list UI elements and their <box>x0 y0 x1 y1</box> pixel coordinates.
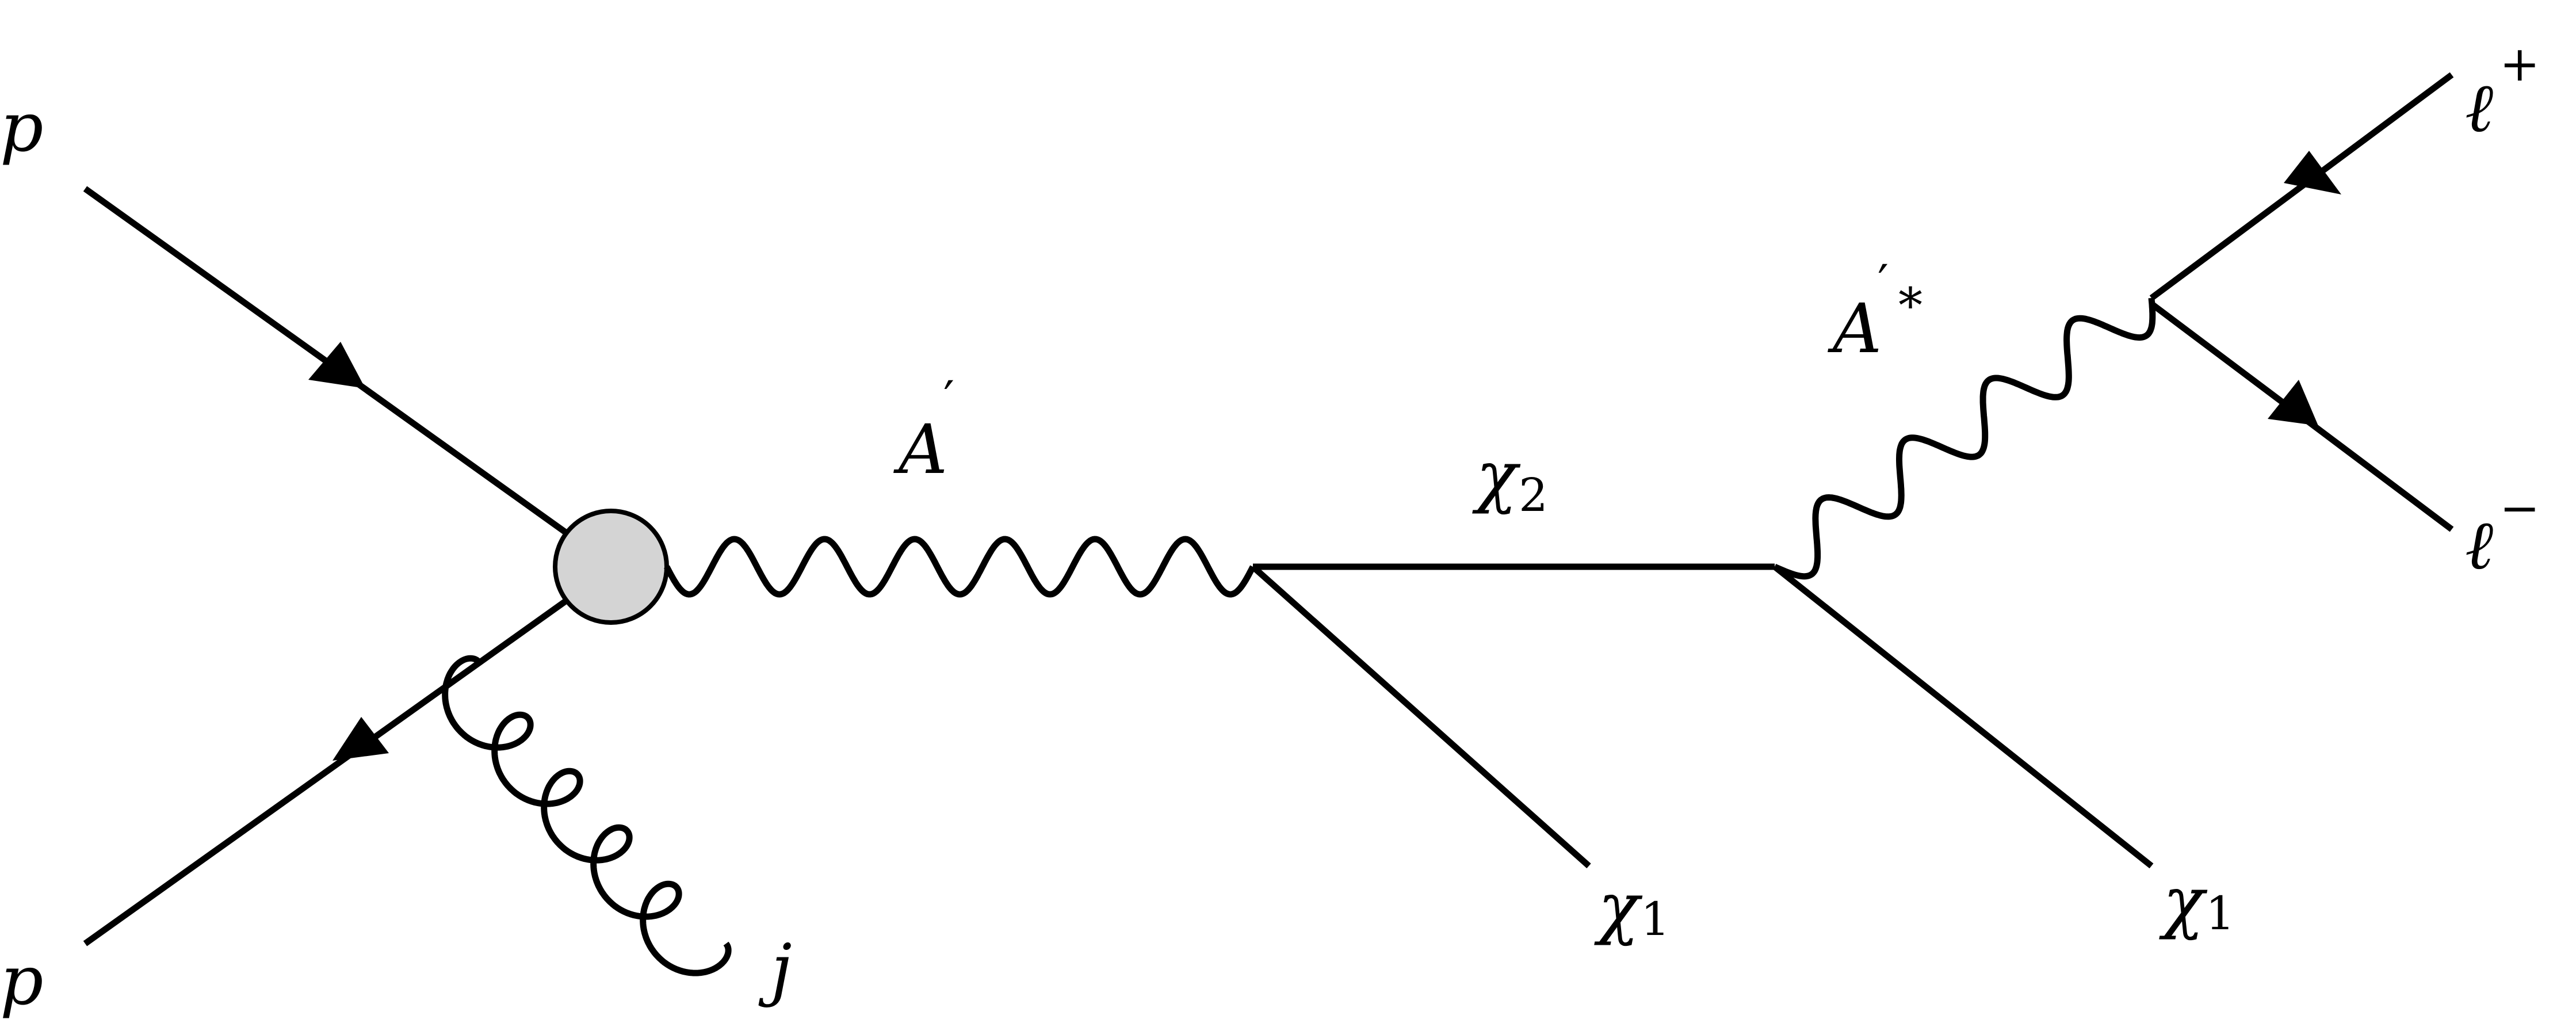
proton-arrow-top <box>308 342 365 388</box>
svg-text:χ: χ <box>2159 862 2208 941</box>
svg-text:A: A <box>1828 289 1882 368</box>
label-chi1-right: χ 1 <box>2159 862 2235 941</box>
chi1-line-middle <box>1251 564 1591 869</box>
label-proton-top: p <box>0 87 44 167</box>
svg-text:−: − <box>2499 480 2540 536</box>
label-offshell-dark-photon: A ′ * <box>1828 254 1923 368</box>
svg-text:χ: χ <box>1472 436 1521 516</box>
gluon-jet-line <box>442 655 732 976</box>
label-jet: j <box>758 929 792 1009</box>
svg-text:ℓ: ℓ <box>2465 505 2493 585</box>
chi1-line-right <box>1772 564 2154 869</box>
label-lepton-plus: ℓ + <box>2465 36 2540 147</box>
svg-text:′: ′ <box>1878 254 1889 311</box>
label-chi2: χ 2 <box>1472 436 1548 522</box>
svg-text:+: + <box>2499 36 2540 92</box>
dark-photon-wavy-line <box>664 536 1256 598</box>
lepton-minus-arrow <box>2268 380 2318 426</box>
svg-text:′: ′ <box>943 371 954 427</box>
incoming-proton-line-bottom <box>83 596 572 946</box>
label-dark-photon: A ′ <box>893 371 954 489</box>
interaction-blob <box>553 509 669 625</box>
svg-text:1: 1 <box>2206 887 2235 940</box>
svg-text:ℓ: ℓ <box>2465 68 2493 147</box>
proton-arrow-bottom <box>332 717 389 761</box>
svg-text:χ: χ <box>1594 868 1643 947</box>
svg-text:*: * <box>1898 277 1923 334</box>
offshell-dark-photon-wavy-line <box>1773 297 2156 580</box>
svg-text:2: 2 <box>1519 468 1548 522</box>
label-lepton-minus: ℓ − <box>2465 480 2540 585</box>
lepton-plus-arrow <box>2284 151 2341 194</box>
svg-text:A: A <box>893 410 947 489</box>
svg-text:1: 1 <box>1641 892 1670 946</box>
label-proton-bottom: p <box>0 941 44 1020</box>
label-chi1-middle: χ 1 <box>1594 868 1670 947</box>
